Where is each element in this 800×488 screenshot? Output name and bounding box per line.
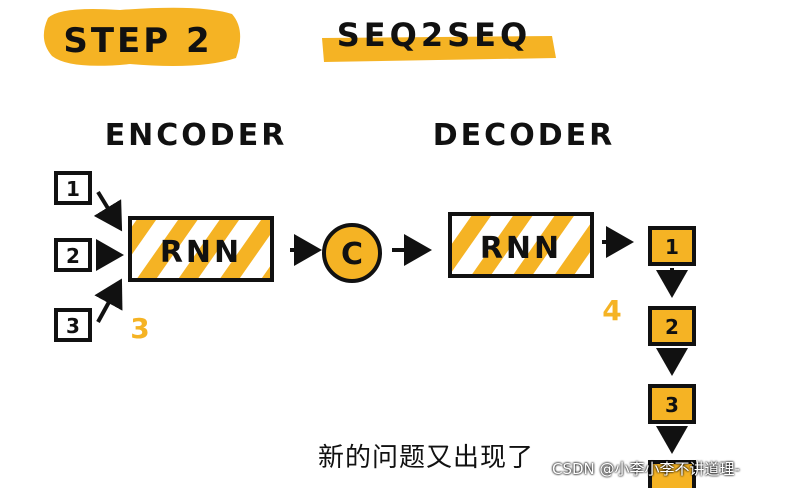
decoder-rnn-label: RNN: [480, 231, 562, 266]
context-label: C: [341, 237, 363, 272]
decoder-output-2-label: 2: [665, 315, 679, 339]
encoder-input-1-label: 1: [66, 177, 80, 201]
step-label-highlight: [43, 7, 241, 66]
decoder-output-1: 1: [648, 226, 696, 266]
decoder-label: DECODER: [433, 118, 615, 153]
encoder-input-2-label: 2: [66, 244, 80, 268]
encoder-rnn-label: RNN: [160, 235, 242, 270]
encoder-input-1: 1: [54, 171, 92, 205]
step-label: STEP 2: [63, 21, 212, 61]
decoder-output-3-label: 3: [665, 393, 679, 417]
csdn-watermark: CSDN @小李小李不讲道理-: [552, 460, 740, 478]
encoder-label: ENCODER: [105, 118, 288, 153]
encoder-input-count: 3: [130, 312, 149, 345]
context-vector: C: [322, 223, 382, 283]
arrow-input-1: [93, 190, 123, 232]
encoder-input-3-label: 3: [66, 314, 80, 338]
decoder-output-count: 4: [602, 294, 621, 327]
encoder-input-2: 2: [54, 238, 92, 272]
encoder-input-3: 3: [54, 308, 92, 342]
decoder-output-2: 2: [648, 306, 696, 346]
arrow-input-3: [94, 278, 123, 323]
decoder-rnn-block: RNN: [448, 212, 594, 278]
decoder-output-3: 3: [648, 384, 696, 424]
video-subtitle: 新的问题又出现了: [318, 443, 535, 473]
encoder-rnn-block: RNN: [128, 216, 274, 282]
decoder-output-1-label: 1: [665, 235, 679, 259]
decoder-output-4-partial: [648, 460, 696, 488]
title: SEQ2SEQ: [337, 16, 531, 54]
title-highlight: [322, 36, 556, 62]
